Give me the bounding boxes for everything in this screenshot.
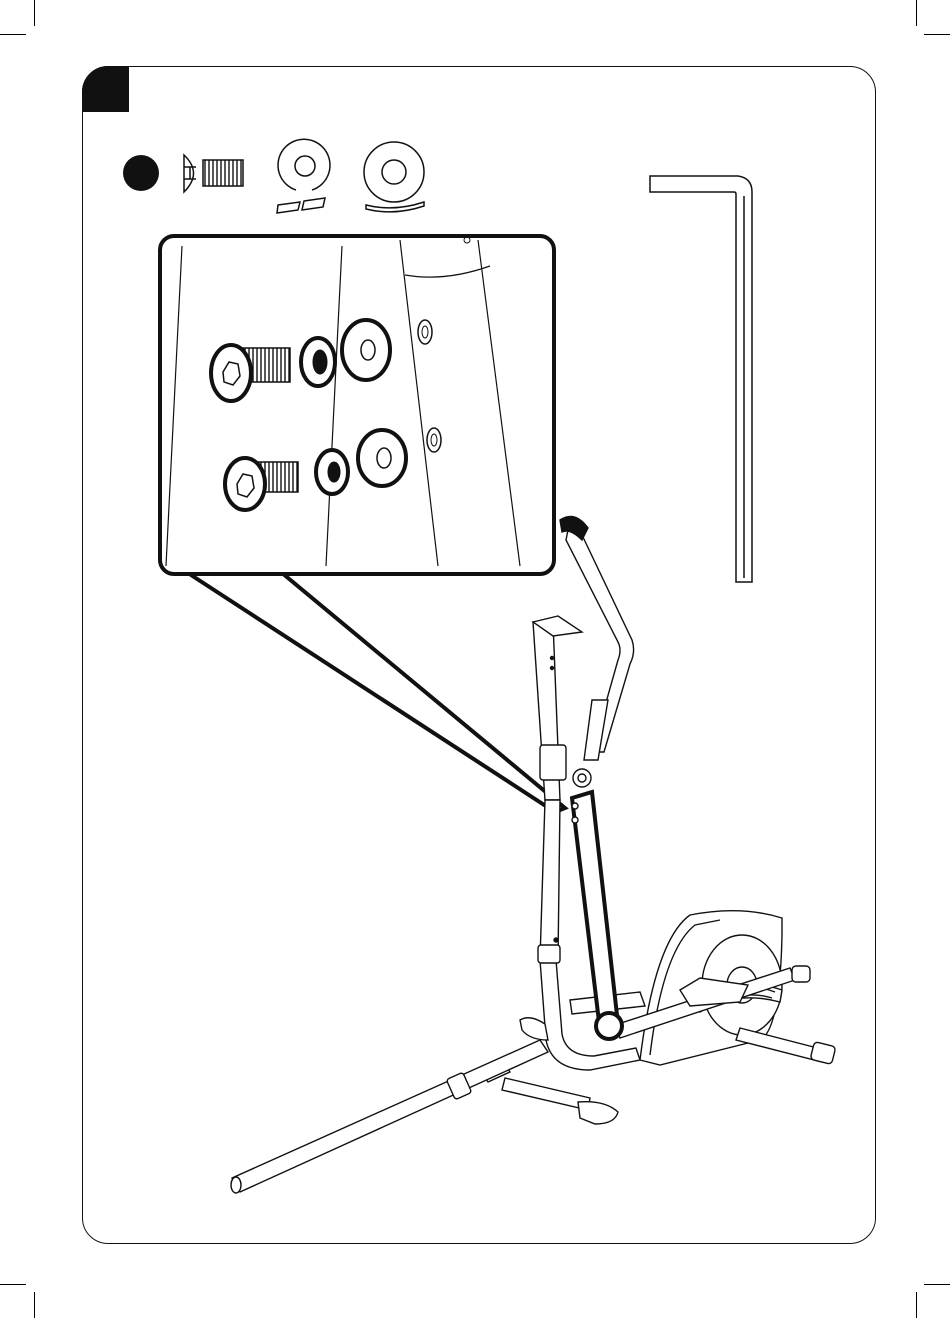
detail-lock-washer-lower	[316, 450, 348, 494]
detail-callout	[160, 236, 554, 574]
detail-lock-washer-upper	[301, 338, 335, 386]
flat-washer-icon	[364, 142, 424, 212]
hardware-marker-icon	[123, 155, 159, 191]
bolt-icon	[184, 155, 243, 192]
callout-pointer	[188, 573, 565, 812]
allen-key-icon	[650, 176, 752, 582]
detail-flat-washer-lower	[358, 430, 406, 486]
detail-flat-washer-upper	[342, 320, 390, 380]
split-washer-icon	[277, 139, 330, 213]
